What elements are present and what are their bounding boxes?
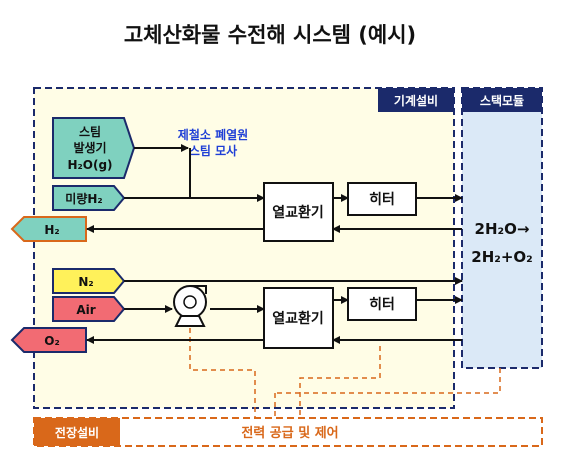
stack-header-label: 스택모듈 bbox=[480, 93, 524, 108]
heat-exchanger-bottom-label: 열교환기 bbox=[272, 310, 324, 327]
air-input bbox=[52, 296, 126, 322]
electrical-header bbox=[34, 418, 120, 446]
stack-module-area bbox=[461, 87, 543, 369]
trace-h2-input bbox=[52, 185, 126, 211]
heater-bottom bbox=[347, 287, 417, 321]
electrical-header-label: 전장설비 bbox=[55, 425, 99, 440]
heat-exchanger-top-label: 열교환기 bbox=[272, 204, 324, 221]
diagram-title: 고체산화물 수전해 시스템 (예시) bbox=[124, 23, 416, 47]
steam-sim-annotation-1: 제철소 폐열원 bbox=[178, 127, 248, 142]
stack-header bbox=[462, 88, 542, 112]
equipment-header-label: 기계설비 bbox=[394, 93, 438, 108]
control-line-heater bbox=[299, 346, 381, 418]
power-control-label: 전력 공급 및 제어 bbox=[241, 425, 338, 441]
control-line-blower bbox=[189, 328, 256, 418]
steam-generator-label-2: 발생기 bbox=[73, 140, 106, 155]
n2-input-label: N₂ bbox=[78, 275, 93, 289]
heat-exchanger-bottom bbox=[263, 287, 334, 349]
heater-top-label: 히터 bbox=[369, 191, 395, 208]
air-input-label: Air bbox=[76, 303, 95, 317]
trace-h2-label: 미량H₂ bbox=[65, 191, 102, 206]
equipment-header bbox=[378, 88, 454, 112]
air-blower-icon bbox=[173, 285, 207, 327]
steam-generator-label-1: 스팀 bbox=[79, 125, 101, 139]
n2-input bbox=[52, 268, 126, 294]
h2-output-label: H₂ bbox=[44, 223, 59, 237]
steam-formula: H₂O(g) bbox=[67, 158, 112, 172]
o2-output-label: O₂ bbox=[44, 334, 59, 348]
control-line-stack bbox=[275, 368, 501, 394]
reaction-line-2: 2H₂+O₂ bbox=[471, 248, 532, 266]
steam-generator bbox=[52, 117, 136, 179]
reaction-line-1: 2H₂O→ bbox=[475, 220, 530, 238]
heater-top bbox=[347, 182, 417, 216]
heater-bottom-label: 히터 bbox=[369, 296, 395, 313]
heat-exchanger-top bbox=[263, 182, 334, 242]
steam-sim-annotation-2: 스팀 모사 bbox=[189, 143, 237, 158]
